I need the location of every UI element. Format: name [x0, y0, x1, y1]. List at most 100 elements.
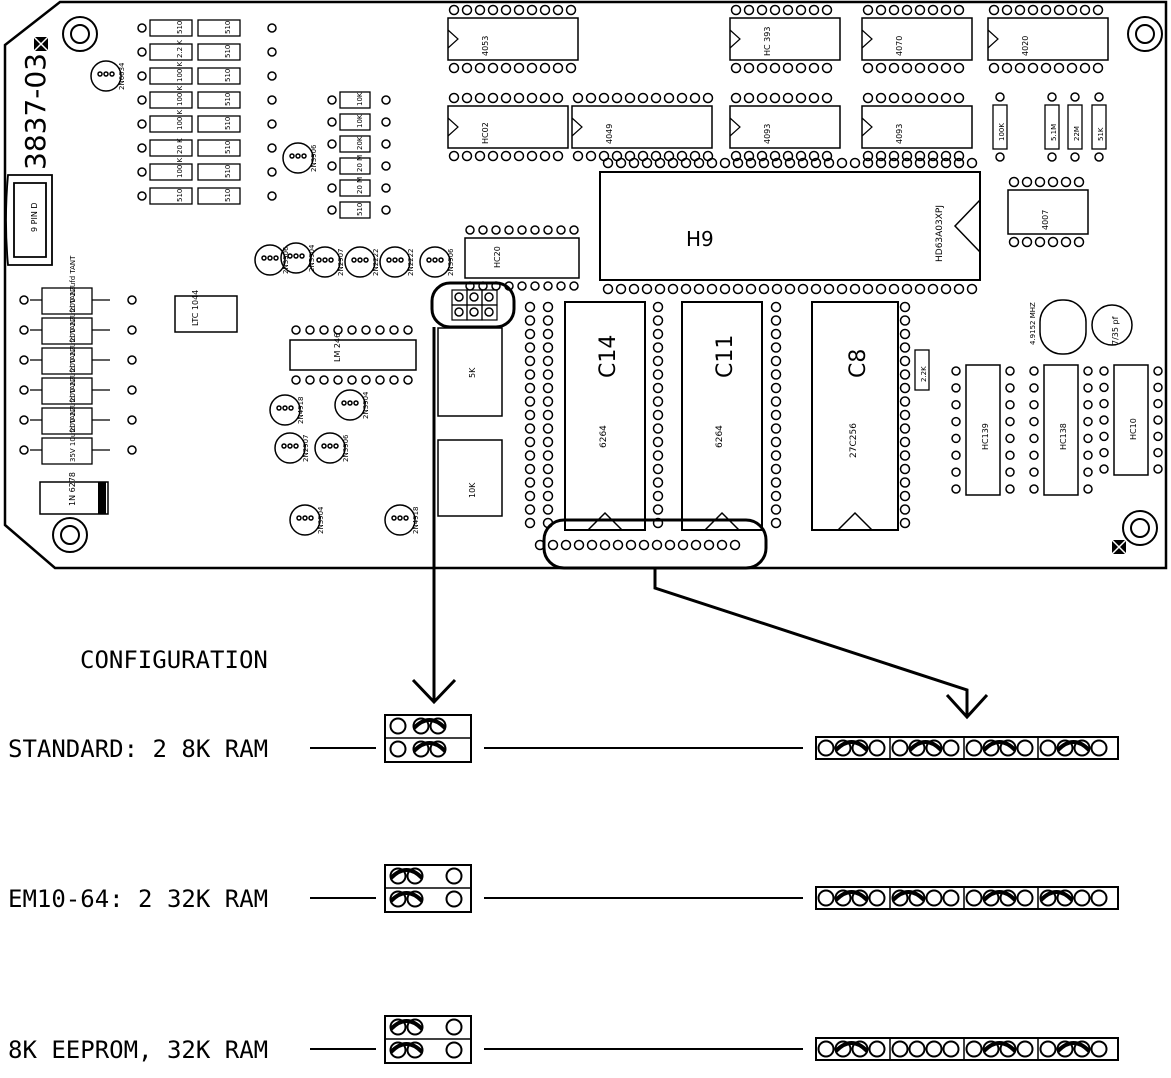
- pad: [542, 355, 554, 367]
- pad: [966, 283, 978, 295]
- pad: [127, 385, 137, 395]
- pad: [836, 283, 848, 295]
- pad: [542, 423, 554, 434]
- pad: [381, 205, 391, 215]
- pad: [137, 191, 147, 201]
- pad: [1005, 433, 1015, 444]
- jumper-pin: [1073, 889, 1091, 907]
- pad: [899, 355, 911, 367]
- pad: [474, 92, 486, 104]
- pad: [137, 167, 147, 177]
- pad: [1005, 484, 1015, 494]
- pad: [680, 157, 692, 169]
- jumper-pad-cell: [481, 304, 498, 321]
- pad: [1029, 383, 1039, 393]
- pad: [862, 283, 874, 295]
- crystal-label: 4.9152 MHZ: [1029, 302, 1037, 345]
- jumper-shunt: [982, 890, 1017, 902]
- pad: [281, 443, 287, 449]
- pad: [770, 463, 782, 475]
- pad: [327, 183, 337, 193]
- pad: [988, 62, 1000, 74]
- pad: [1153, 431, 1163, 442]
- pad: [899, 490, 911, 502]
- pad: [770, 409, 782, 421]
- pad: [927, 92, 939, 104]
- pad: [693, 157, 705, 169]
- pad: [539, 62, 551, 74]
- pad: [821, 92, 833, 104]
- ic-label: HC02: [481, 122, 490, 144]
- chip-c14-label: C14: [596, 335, 621, 378]
- pad: [19, 415, 29, 425]
- pad: [504, 225, 514, 235]
- pad: [1083, 416, 1093, 427]
- pad: [756, 62, 768, 74]
- pad: [875, 283, 887, 295]
- header-right: [815, 736, 1119, 760]
- jumper-pin: [1090, 889, 1108, 907]
- pad: [1060, 176, 1072, 188]
- capacitor: [41, 437, 93, 465]
- pad: [542, 315, 554, 326]
- pad: [361, 325, 371, 335]
- pad: [319, 325, 329, 335]
- transistor: [269, 394, 301, 426]
- jumper-pin: [445, 867, 463, 885]
- pad: [953, 4, 965, 16]
- capacitor-label: 35V 10ufd TANT: [69, 405, 77, 462]
- pad: [517, 281, 527, 291]
- transistor: [282, 142, 314, 174]
- pad: [1070, 92, 1080, 102]
- pot-label: 5K: [468, 367, 477, 378]
- pad: [1005, 416, 1015, 427]
- pad: [526, 4, 538, 16]
- ic-body: [571, 105, 713, 149]
- resistor-value: 10K: [356, 92, 364, 106]
- pad: [137, 143, 147, 153]
- pad: [542, 504, 554, 515]
- pad: [391, 515, 397, 521]
- pad: [951, 450, 961, 461]
- resistor: [149, 91, 193, 109]
- header-right: [815, 1037, 1119, 1061]
- pad: [1153, 447, 1163, 458]
- ic-body: [174, 295, 238, 333]
- ic-body: [987, 17, 1109, 61]
- pad: [572, 92, 584, 104]
- ic-label: 4020: [1021, 36, 1030, 56]
- pad: [539, 4, 551, 16]
- pad: [769, 62, 781, 74]
- pad: [862, 4, 874, 16]
- pad: [517, 225, 527, 235]
- pad: [615, 283, 627, 295]
- config-row: EM10-64: 2 32K RAM: [8, 864, 1119, 913]
- pad: [821, 4, 833, 16]
- pad: [628, 157, 640, 169]
- pad: [823, 157, 835, 169]
- pad: [914, 150, 926, 162]
- pad: [821, 62, 833, 74]
- transistor-label: 2N3906: [310, 144, 318, 172]
- pad: [543, 281, 553, 291]
- pad: [1029, 416, 1039, 427]
- pad: [899, 382, 911, 394]
- pad: [1008, 236, 1020, 248]
- pad: [615, 157, 627, 169]
- pad: [19, 355, 29, 365]
- pad: [652, 342, 664, 353]
- pad: [403, 325, 413, 335]
- pad: [769, 4, 781, 16]
- pad: [328, 257, 334, 263]
- pad: [719, 283, 731, 295]
- ic-label: LTC 1044: [191, 290, 200, 326]
- pad: [756, 92, 768, 104]
- pad: [995, 92, 1005, 102]
- pad: [940, 150, 952, 162]
- jumper-shunt: [1039, 890, 1074, 902]
- pad: [1099, 431, 1109, 442]
- pad: [469, 292, 479, 302]
- pad: [524, 369, 536, 380]
- ic-notch: [987, 29, 999, 49]
- pad: [888, 4, 900, 16]
